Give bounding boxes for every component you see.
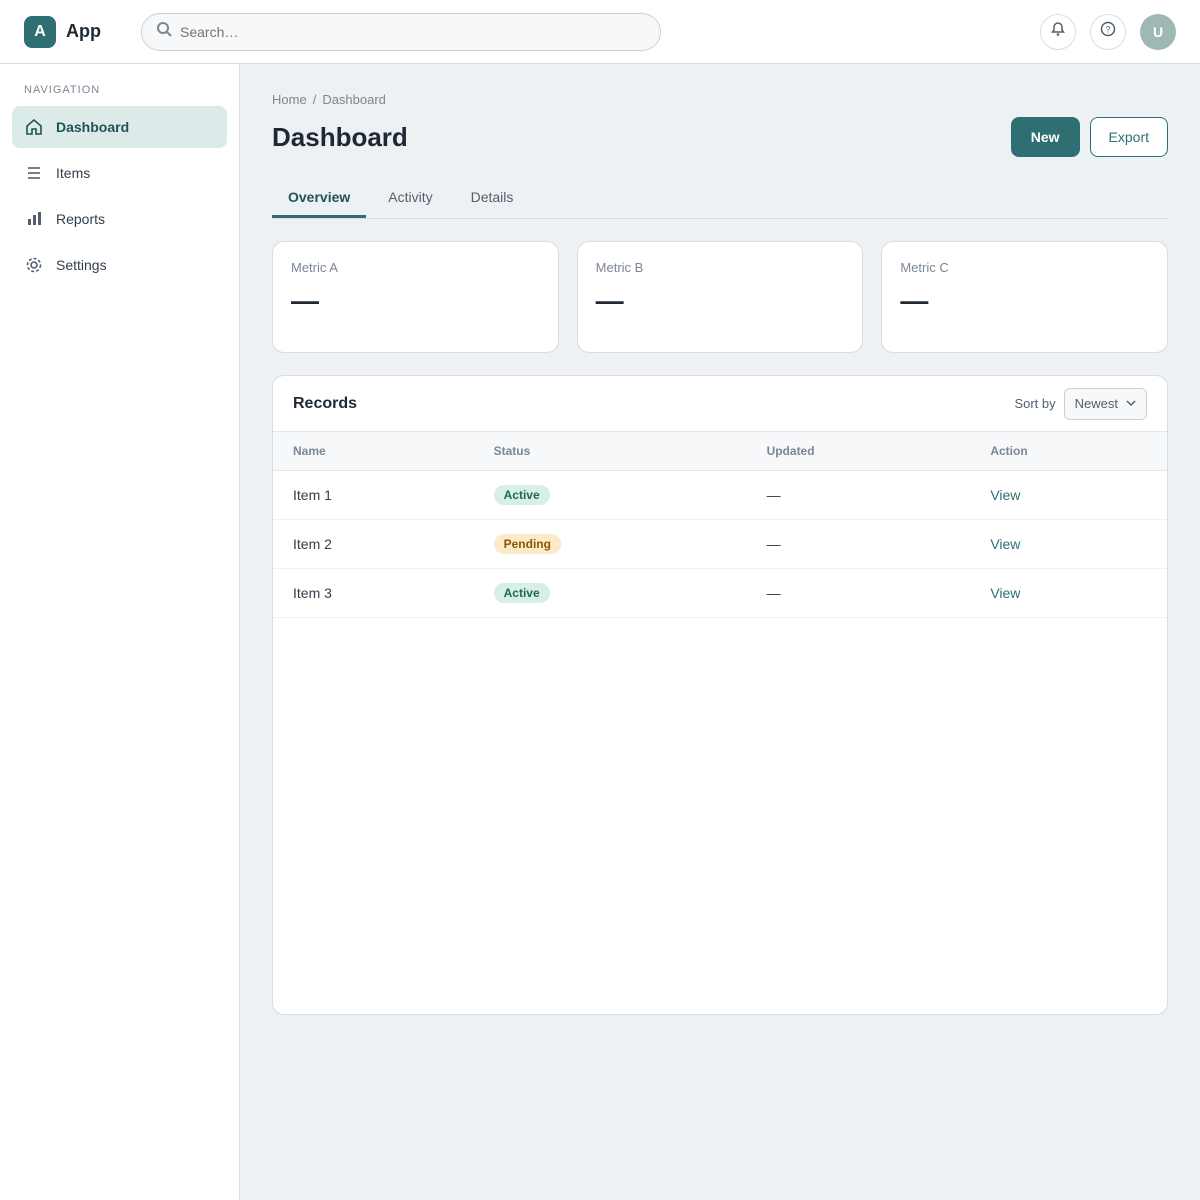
status-badge: Pending [493, 534, 561, 554]
stat-cards: Metric A — Metric B — Metric C — [272, 241, 1168, 353]
svg-text:?: ? [1105, 25, 1110, 35]
row-name: Item 2 [273, 519, 474, 569]
stat-card-label: Metric A [291, 260, 338, 275]
help-icon: ? [1100, 21, 1116, 42]
column-header: Action [970, 432, 1167, 471]
column-header[interactable]: Name [273, 432, 474, 471]
column-header[interactable]: Updated [746, 432, 971, 471]
row-action[interactable]: View [970, 470, 1167, 520]
sort-filter: Sort by Newest [1014, 387, 1147, 420]
sidebar-item-label: Reports [56, 211, 106, 227]
brand-name: App [66, 21, 101, 41]
status-badge: Active [493, 485, 550, 505]
chevron-down-icon [1126, 396, 1136, 411]
stat-card-value: — [595, 285, 624, 316]
breadcrumb-home[interactable]: Home [272, 92, 307, 107]
row-action[interactable]: View [970, 519, 1167, 569]
help-button[interactable]: ? [1090, 13, 1126, 50]
sidebar-heading: Navigation [24, 84, 101, 96]
main-content: Home / Dashboard Dashboard New Export Ov… [240, 64, 1200, 1200]
table-row[interactable]: Item 1 Active — View [273, 470, 1167, 520]
table-header-row: Name Status Updated Action [273, 432, 1167, 471]
row-status-cell: Active [473, 568, 747, 618]
home-icon [24, 117, 44, 137]
sidebar-item-dashboard[interactable]: Dashboard [12, 106, 227, 148]
records-panel: Records Sort by Newest Name Status [272, 375, 1168, 1015]
search-box [141, 12, 661, 51]
row-updated: — [746, 519, 971, 569]
breadcrumb: Home / Dashboard [272, 92, 1168, 107]
stat-card-value: — [291, 285, 319, 316]
bell-icon [1050, 21, 1066, 42]
row-action[interactable]: View [970, 568, 1167, 618]
tab-activity[interactable]: Activity [388, 189, 433, 205]
tab-overview[interactable]: Overview [272, 179, 367, 218]
top-actions: ? U [1040, 13, 1176, 50]
row-name: Item 3 [273, 568, 474, 618]
breadcrumb-separator: / [312, 92, 317, 107]
table-row[interactable]: Item 2 Pending — View [273, 519, 1167, 569]
breadcrumb-current: Dashboard [322, 92, 386, 107]
tab-details[interactable]: Details [470, 189, 514, 205]
chart-icon [24, 209, 44, 229]
brand[interactable]: A App [24, 15, 101, 48]
page-title: Dashboard [272, 121, 408, 152]
status-badge: Active [493, 583, 550, 603]
stat-card: Metric C — [881, 241, 1168, 353]
row-status-cell: Active [473, 470, 747, 520]
search-input[interactable] [180, 23, 646, 40]
panel-title: Records [293, 394, 358, 412]
row-name: Item 1 [273, 470, 474, 520]
table-row[interactable]: Item 3 Active — View [273, 568, 1167, 618]
sort-select[interactable]: Newest [1063, 387, 1147, 420]
sidebar-item-items[interactable]: Items [12, 152, 227, 194]
notifications-button[interactable] [1040, 13, 1076, 50]
records-table: Name Status Updated Action Item 1 Active… [273, 432, 1167, 618]
stat-card-value: — [900, 285, 929, 316]
avatar[interactable]: U [1140, 13, 1176, 50]
row-updated: — [746, 568, 971, 618]
sidebar-item-settings[interactable]: Settings [12, 244, 227, 286]
sidebar-item-label: Settings [56, 257, 107, 273]
stat-card: Metric B — [576, 241, 864, 353]
stat-card-label: Metric B [595, 260, 644, 275]
brand-logo: A [24, 15, 56, 48]
stat-card: Metric A — [272, 241, 559, 353]
tab-bar: Overview Activity Details [272, 179, 1168, 219]
column-header[interactable]: Status [473, 432, 747, 471]
stat-card-label: Metric C [900, 260, 949, 275]
title-row: Dashboard New Export [272, 117, 1168, 157]
sidebar-item-reports[interactable]: Reports [12, 198, 227, 240]
sidebar-item-label: Items [56, 165, 91, 181]
new-button[interactable]: New [1010, 117, 1080, 157]
search-icon [156, 21, 172, 42]
sidebar: Navigation Dashboard Items Reports Setti… [0, 64, 240, 1200]
row-updated: — [746, 470, 971, 520]
list-icon [24, 163, 44, 183]
export-button[interactable]: Export [1089, 117, 1168, 157]
sort-label: Sort by [1014, 396, 1056, 411]
panel-header: Records Sort by Newest [273, 376, 1167, 432]
gear-icon [24, 255, 44, 275]
sort-select-value: Newest [1074, 396, 1118, 411]
row-status-cell: Pending [473, 519, 747, 569]
top-bar: A App ? U [0, 0, 1200, 64]
sidebar-item-label: Dashboard [56, 119, 130, 135]
